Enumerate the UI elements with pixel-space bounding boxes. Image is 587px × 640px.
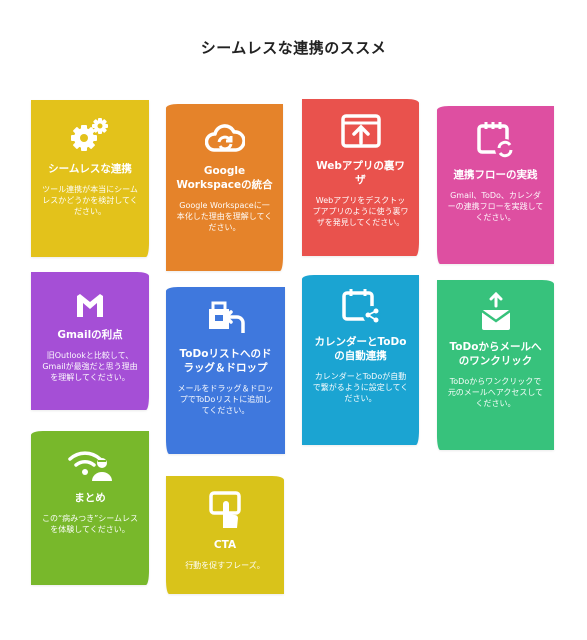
card-calendar-todo-sync[interactable]: カレンダーとToDoの自動連携 カレンダーとToDoが自動で繋がるように設定して… <box>302 275 419 445</box>
card-todo-to-mail[interactable]: ToDoからメールへのワンクリック ToDoからワンクリックで元のメールへアクセ… <box>437 280 554 450</box>
card-description: カレンダーとToDoが自動で繋がるように設定してください。 <box>312 372 409 403</box>
card-cta[interactable]: CTA 行動を促すフレーズ。 <box>166 476 284 594</box>
card-webapp-trick[interactable]: Webアプリの裏ワザ Webアプリをデスクトップアプリのように使う裏ワザを発見し… <box>302 99 419 256</box>
card-integration-flow[interactable]: 連携フローの実践 Gmail、ToDo、カレンダーの連携フローを実践してください… <box>437 106 554 264</box>
calendar-sync-icon <box>476 122 515 159</box>
card-todo-drag-drop[interactable]: ToDoリストへのドラッグ＆ドロップ メールをドラッグ＆ドロップでToDoリスト… <box>166 287 285 454</box>
tap-icon <box>209 491 241 528</box>
cloud-sync-icon <box>204 124 245 152</box>
wifi-person-icon <box>68 451 112 481</box>
gmail-icon <box>77 294 103 317</box>
card-description: ToDoからワンクリックで元のメールへアクセスしてください。 <box>447 377 544 408</box>
card-title: 連携フローの実践 <box>453 169 538 181</box>
card-title: Gmailの利点 <box>57 329 123 341</box>
card-description: Webアプリをデスクトップアプリのように使う裏ワザを発見してください。 <box>312 196 409 227</box>
card-title: Webアプリの裏ワザ <box>316 160 405 186</box>
card-title: シームレスな連携 <box>48 163 132 175</box>
card-summary[interactable]: まとめ この“病みつき”シームレスを体験してください。 <box>31 431 149 585</box>
mail-upload-icon <box>480 292 511 330</box>
drag-drop-icon <box>208 301 245 333</box>
card-title: ToDoリストへのドラッグ＆ドロップ <box>179 348 272 374</box>
upload-window-icon <box>340 114 381 148</box>
card-gmail-advantages[interactable]: Gmailの利点 旧Outlookと比較して、Gmailが最強だと思う理由を理解… <box>31 272 149 410</box>
card-google-workspace[interactable]: Google Workspaceの統合 Google Workspaceに一本化… <box>166 104 283 271</box>
card-description: Google Workspaceに一本化した理由を理解してください。 <box>176 201 273 232</box>
card-description: この“病みつき”シームレスを体験してください。 <box>41 514 139 534</box>
card-description: 行動を促すフレーズ。 <box>185 561 265 570</box>
card-title: Google Workspaceの統合 <box>176 165 273 191</box>
page-title: シームレスな連携のススメ <box>200 39 387 57</box>
card-description: Gmail、ToDo、カレンダーの連携フローを実践してください。 <box>447 191 544 222</box>
card-description: メールをドラッグ＆ドロップでToDoリストに追加してください。 <box>177 384 274 415</box>
card-description: 旧Outlookと比較して、Gmailが最強だと思う理由を理解してください。 <box>42 351 138 382</box>
calendar-share-icon <box>341 289 381 324</box>
card-title: カレンダーとToDoの自動連携 <box>314 336 407 362</box>
card-title: ToDoからメールへのワンクリック <box>449 341 542 367</box>
card-title: まとめ <box>74 492 106 504</box>
card-title: CTA <box>213 539 237 551</box>
gears-icon <box>71 118 108 151</box>
card-seamless-integration[interactable]: シームレスな連携 ツール連携が本当にシームレスかどうかを検討してください。 <box>31 100 149 257</box>
card-description: ツール連携が本当にシームレスかどうかを検討してください。 <box>42 185 138 216</box>
